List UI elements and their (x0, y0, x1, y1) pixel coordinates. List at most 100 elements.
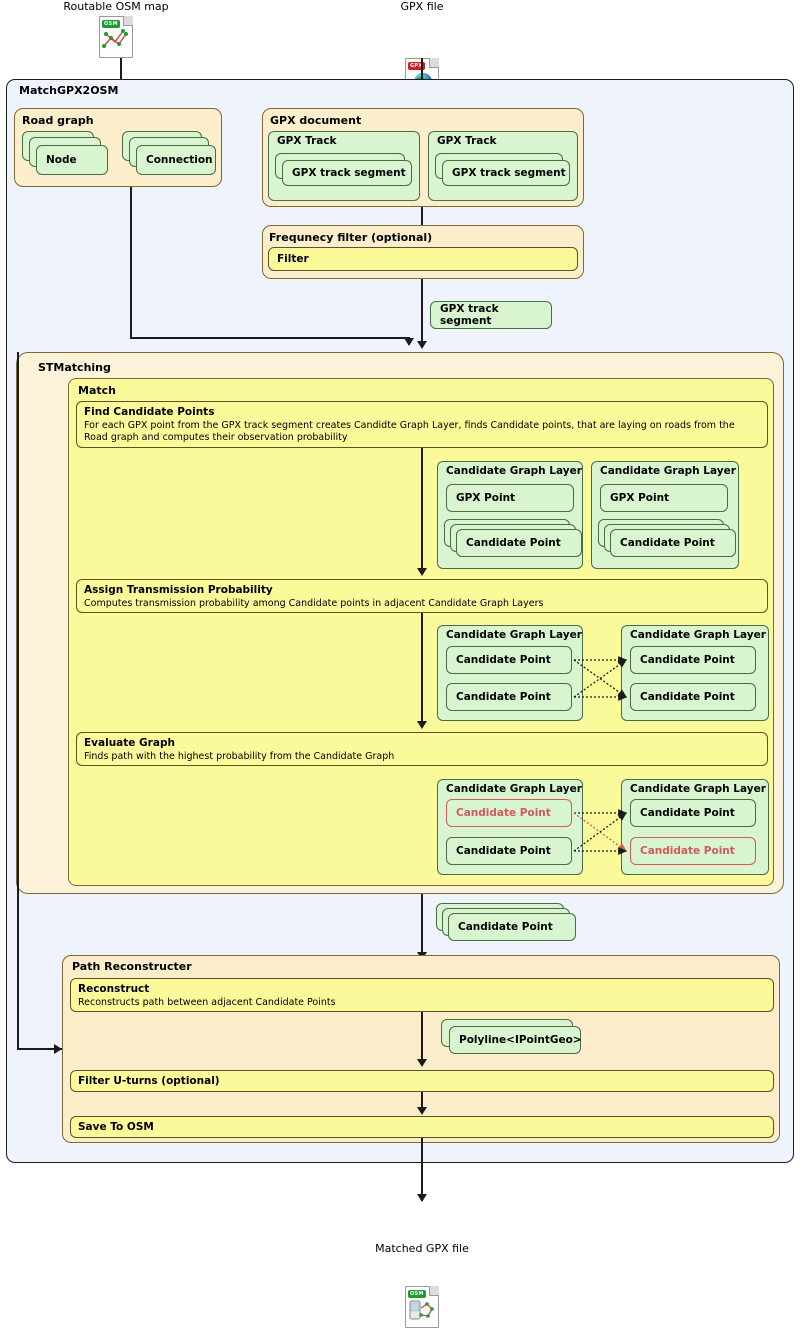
arrow-uturns-to-save (421, 1092, 423, 1110)
candidate-point-object-label: Candidate Point (458, 921, 553, 933)
road-graph-title: Road graph (22, 114, 94, 127)
candidate-point-object[interactable]: Candidate Point (448, 913, 576, 941)
save-to-osm-step[interactable]: Save To OSM (70, 1116, 774, 1138)
evaluate-l1-p1-label: Candidate Point (456, 807, 551, 819)
matched-gpx-file-icon: OSM (405, 1286, 439, 1328)
evaluate-graph-title: Evaluate Graph (84, 737, 175, 749)
find-candidate-layer-1-gpx-point[interactable]: GPX Point (446, 484, 574, 512)
transmission-layer-1-point-2[interactable]: Candidate Point (446, 683, 572, 711)
find-candidate-layer-1-candidate-point[interactable]: Candidate Point (456, 529, 582, 557)
arrowhead-save-to-output (417, 1194, 427, 1202)
reconstruct-step[interactable]: Reconstruct Reconstructs path between ad… (70, 978, 774, 1012)
gpx-point-label-2: GPX Point (610, 492, 670, 504)
arrow-step1-to-step2 (421, 448, 423, 572)
assign-transmission-probability-step[interactable]: Assign Transmission Probability Computes… (76, 579, 768, 613)
find-candidate-layer-2-title: Candidate Graph Layer (600, 465, 736, 477)
reconstruct-desc: Reconstructs path between adjacent Candi… (78, 997, 336, 1008)
stmatching-title: STMatching (38, 361, 111, 374)
arrow-stmatching-to-candidate-object (421, 894, 423, 956)
assign-transmission-title: Assign Transmission Probability (84, 584, 273, 596)
evaluate-graph-desc: Finds path with the highest probability … (84, 751, 395, 762)
transmission-l2-p1-label: Candidate Point (640, 654, 735, 666)
arrowhead-roadgraph-to-stmatching (404, 338, 414, 346)
arrowhead-step2-to-step3 (417, 721, 427, 729)
evaluate-l2-p2-label: Candidate Point (640, 845, 735, 857)
node-label: Node (46, 154, 77, 166)
roadgraph-to-reconstructer-vline (17, 352, 19, 1049)
gpx-document-title: GPX document (270, 114, 362, 127)
transmission-layer-2-point-2[interactable]: Candidate Point (630, 683, 756, 711)
filter-uturns-step[interactable]: Filter U-turns (optional) (70, 1070, 774, 1092)
assign-transmission-desc: Computes transmission probability among … (84, 598, 544, 609)
gpx-track-segment-2-label: GPX track segment (452, 167, 566, 179)
transmission-l2-p2-label: Candidate Point (640, 691, 735, 703)
find-candidate-points-step[interactable]: Find Candidate Points For each GPX point… (76, 401, 768, 448)
polyline-object[interactable]: Polyline<IPointGeo> (449, 1026, 582, 1054)
gpx-track-2-title: GPX Track (437, 135, 497, 147)
transmission-l1-p2-label: Candidate Point (456, 691, 551, 703)
arrow-filter-to-segment-object (421, 279, 423, 345)
node-box[interactable]: Node (36, 145, 108, 175)
gpx-track-segment-1[interactable]: GPX track segment (282, 160, 412, 186)
osm-tag-label: OSM (102, 20, 120, 28)
evaluate-graph-step[interactable]: Evaluate Graph Finds path with the highe… (76, 732, 768, 766)
frequency-filter-title: Frequnecy filter (optional) (269, 231, 433, 244)
candidate-point-label-1: Candidate Point (466, 537, 561, 549)
gpx-point-label-1: GPX Point (456, 492, 516, 504)
evaluate-layer-2-point-1[interactable]: Candidate Point (630, 799, 756, 827)
gpx-track-segment-object-label: GPX track segment (440, 303, 499, 327)
gpx-track-segment-object[interactable]: GPX track segment (430, 301, 552, 329)
osm-graph-glyph (102, 29, 128, 48)
arrowhead-roadgraph-to-reconstructer (54, 1044, 62, 1054)
matched-gpx-file-label: Matched GPX file (375, 1242, 469, 1255)
transmission-layer-2-title: Candidate Graph Layer (630, 629, 766, 641)
connection-label: Connection (146, 154, 213, 166)
path-reconstructer-title: Path Reconstructer (72, 960, 192, 973)
filter-uturns-title: Filter U-turns (optional) (78, 1075, 220, 1087)
find-candidate-points-title: Find Candidate Points (84, 406, 215, 418)
evaluate-layer-2-point-2[interactable]: Candidate Point (630, 837, 756, 865)
arrow-step2-to-step3 (421, 613, 423, 725)
arrow-document-to-filter (421, 207, 423, 239)
connection-box[interactable]: Connection (136, 145, 216, 175)
arrowhead-uturns-to-save (417, 1107, 427, 1115)
match-title: Match (78, 384, 116, 397)
gpx-tag-label: GPX (408, 62, 425, 70)
transmission-layer-1-title: Candidate Graph Layer (446, 629, 582, 641)
matched-track-glyph (409, 1300, 434, 1320)
gpx-file-label: GPX file (400, 0, 444, 13)
arrowhead-reconstruct-to-uturns (417, 1059, 427, 1067)
roadgraph-to-reconstructer-hline (17, 1048, 62, 1050)
transmission-l1-p1-label: Candidate Point (456, 654, 551, 666)
find-candidate-layer-1-title: Candidate Graph Layer (446, 465, 582, 477)
osm-map-file-icon: OSM (99, 16, 133, 58)
find-candidate-points-desc: For each GPX point from the GPX track se… (84, 420, 735, 443)
arrow-reconstruct-to-uturns (421, 1012, 423, 1064)
roadgraph-feed-hline (130, 337, 410, 339)
gpx-track-1-title: GPX Track (277, 135, 337, 147)
candidate-point-label-2: Candidate Point (620, 537, 715, 549)
polyline-object-label: Polyline<IPointGeo> (459, 1034, 582, 1046)
gpx-track-segment-2[interactable]: GPX track segment (442, 160, 570, 186)
gpx-track-segment-1-label: GPX track segment (292, 167, 406, 179)
routable-osm-map-label: Routable OSM map (63, 0, 169, 13)
transmission-layer-1-point-1[interactable]: Candidate Point (446, 646, 572, 674)
find-candidate-layer-2-gpx-point[interactable]: GPX Point (600, 484, 728, 512)
transmission-layer-2-point-1[interactable]: Candidate Point (630, 646, 756, 674)
transmission-probability-links (573, 656, 628, 701)
filter-step[interactable]: Filter (268, 247, 578, 271)
evaluate-layer-1-point-2[interactable]: Candidate Point (446, 837, 572, 865)
roadgraph-feed-vline (130, 187, 132, 338)
evaluate-layer-2-title: Candidate Graph Layer (630, 783, 766, 795)
evaluate-graph-links (573, 809, 628, 855)
evaluate-layer-1-point-1[interactable]: Candidate Point (446, 799, 572, 827)
matchgpx2osm-title: MatchGPX2OSM (19, 84, 119, 97)
save-to-osm-title: Save To OSM (78, 1121, 154, 1133)
evaluate-l1-p2-label: Candidate Point (456, 845, 551, 857)
filter-step-label: Filter (277, 253, 309, 265)
arrowhead-step1-to-step2 (417, 568, 427, 576)
find-candidate-layer-2-candidate-point[interactable]: Candidate Point (610, 529, 736, 557)
arrow-save-to-output (421, 1138, 423, 1201)
reconstruct-title: Reconstruct (78, 983, 150, 995)
arrowhead-into-stmatching (417, 341, 427, 349)
